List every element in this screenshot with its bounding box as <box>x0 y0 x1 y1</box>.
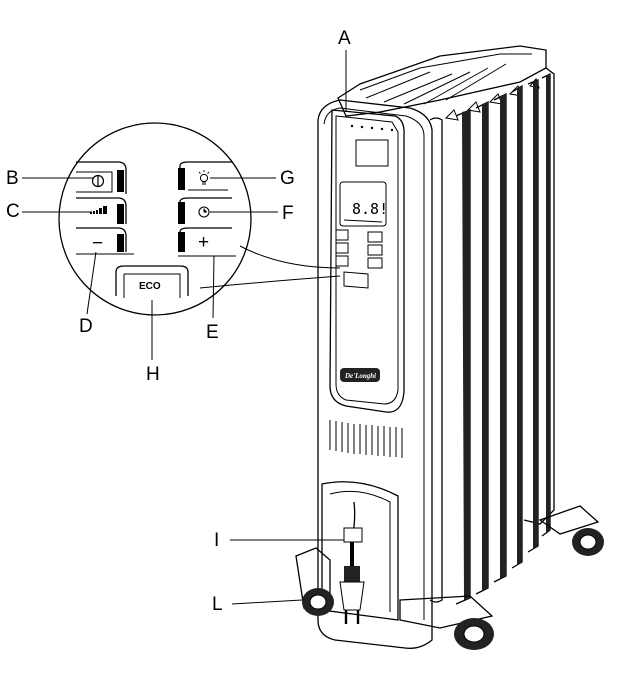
label-I: I <box>214 530 219 551</box>
lcd-display-digits: 8.8! <box>352 200 388 218</box>
button-plus[interactable]: + <box>178 227 236 257</box>
button-light[interactable] <box>178 161 232 191</box>
level-bars-icon <box>90 206 107 214</box>
eco-button-label: ECO <box>139 281 161 292</box>
button-minus[interactable]: − <box>76 227 134 255</box>
button-timer[interactable] <box>178 197 232 224</box>
button-power[interactable] <box>76 161 127 194</box>
oil-radiator-heater: 8.8! De'Longhi <box>295 45 604 650</box>
label-H: H <box>146 364 160 385</box>
clock-icon <box>198 206 210 218</box>
label-C: C <box>6 201 20 222</box>
button-power-level[interactable] <box>76 197 127 224</box>
light-bulb-icon <box>198 170 210 185</box>
brand-badge <box>340 368 380 382</box>
minus-symbol: − <box>92 233 103 254</box>
leader-E <box>212 255 215 319</box>
label-G: G <box>280 168 295 189</box>
label-F: F <box>282 203 294 224</box>
brand-logo-text: De'Longhi <box>344 372 376 380</box>
label-B: B <box>6 168 19 189</box>
callout-labels: A B C D E F G H I L <box>6 28 351 615</box>
plus-symbol: + <box>198 232 209 253</box>
label-D: D <box>79 316 93 337</box>
power-icon <box>91 174 105 188</box>
control-panel-callout: − + <box>58 122 341 316</box>
label-E: E <box>206 322 219 343</box>
leader-D <box>86 251 97 315</box>
label-L: L <box>212 594 223 615</box>
leader-L <box>231 599 303 605</box>
button-eco[interactable]: ECO <box>115 265 189 298</box>
label-A: A <box>338 28 351 49</box>
